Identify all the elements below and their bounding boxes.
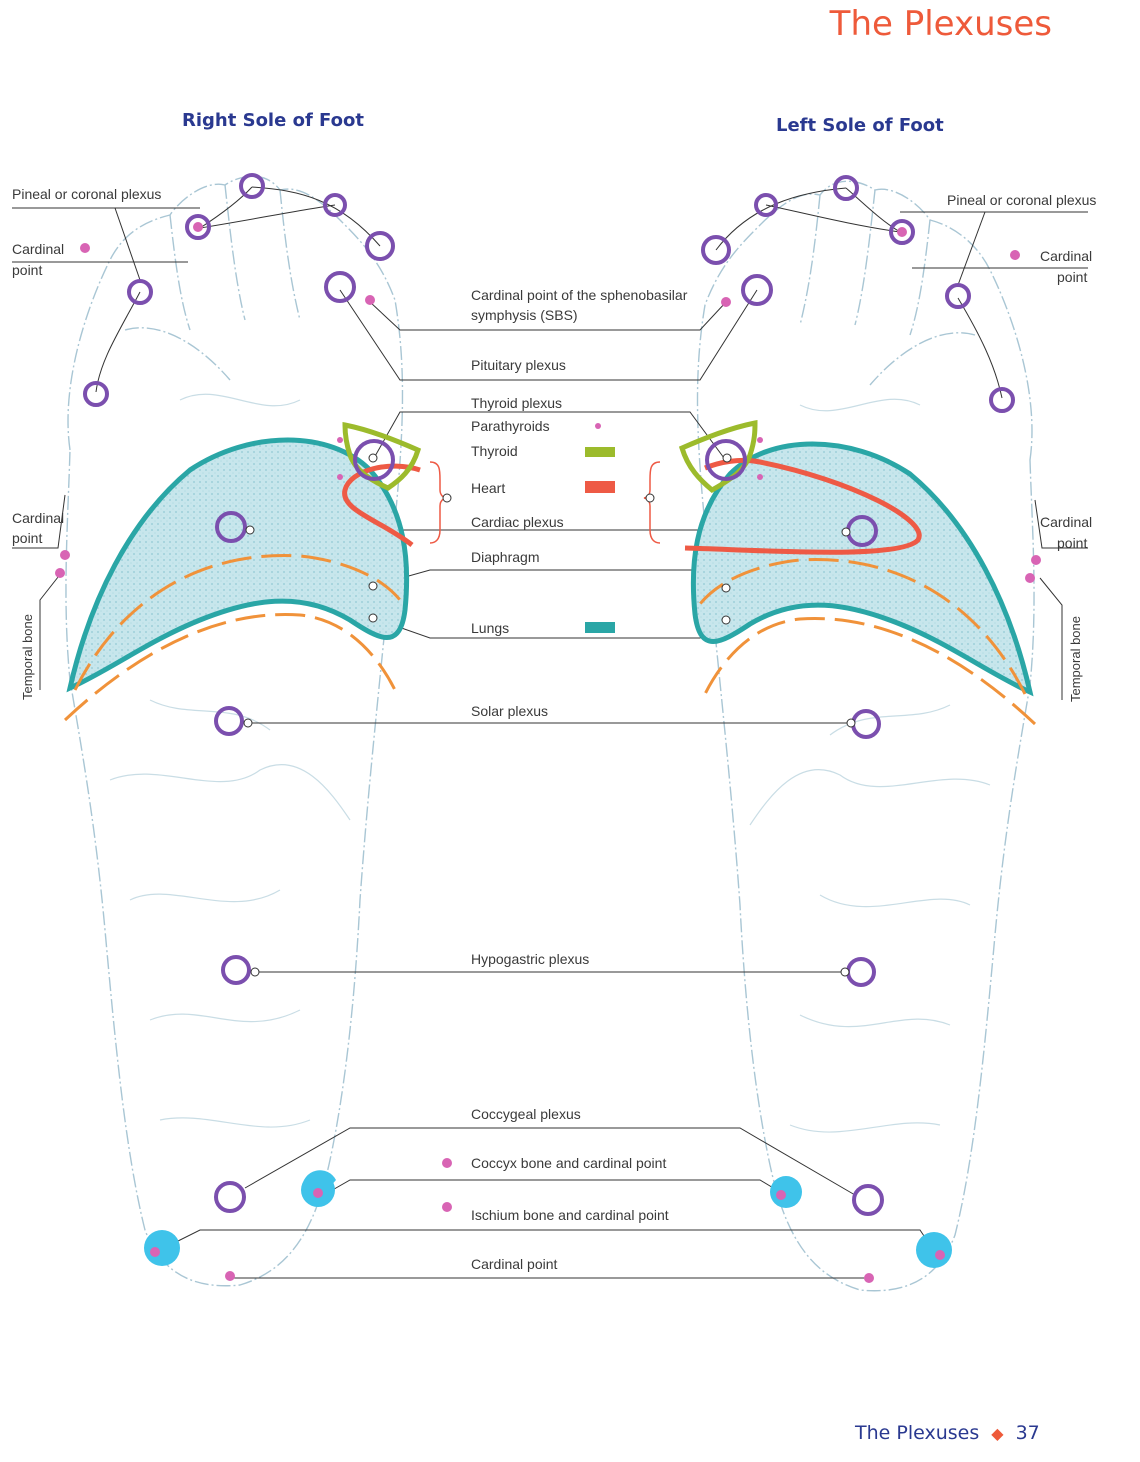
pineal-circles <box>187 216 913 243</box>
thyroid-swatch <box>585 447 615 457</box>
pineal-label-left: Pineal or coronal plexus <box>947 190 1096 210</box>
pituitary-label: Pituitary plexus <box>471 355 566 375</box>
coccyx-label: Coccyx bone and cardinal point <box>471 1153 666 1173</box>
cardinal-label-left-mid: Cardinal <box>1040 512 1092 532</box>
point-label-right-top: point <box>12 260 42 280</box>
cardiac-plexus-label: Cardiac plexus <box>471 512 564 532</box>
heart-swatch <box>585 481 615 493</box>
cardinal-point-label: Cardinal point <box>471 1254 557 1274</box>
footer-title: The Plexuses <box>855 1422 979 1444</box>
plexus-circles <box>85 175 1013 1214</box>
point-label-right-mid: point <box>12 528 42 548</box>
point-label-left-top: point <box>1057 267 1087 287</box>
page-footer: The Plexuses ◆ 37 <box>855 1422 1040 1444</box>
diaphragm-label: Diaphragm <box>471 547 539 567</box>
thyroid-plexus-label: Thyroid plexus <box>471 393 562 413</box>
heart-label: Heart <box>471 478 505 498</box>
ischium-label: Ischium bone and cardinal point <box>471 1205 669 1225</box>
solar-plexus-label: Solar plexus <box>471 701 548 721</box>
thyroid-shapes <box>345 423 755 490</box>
sbs-label-line1: Cardinal point of the sphenobasilar <box>471 285 687 305</box>
cardinal-label-right-mid: Cardinal <box>12 508 64 528</box>
lungs-swatch <box>585 622 615 633</box>
cardinal-label-right-top: Cardinal <box>12 239 64 259</box>
point-label-left-mid: point <box>1057 533 1087 553</box>
sbs-label-line2: symphysis (SBS) <box>471 305 578 325</box>
temporal-bone-left: Temporal bone <box>1068 616 1083 702</box>
diamond-icon: ◆ <box>991 1424 1003 1443</box>
left-lung <box>693 444 1030 692</box>
thyroid-label: Thyroid <box>471 441 518 461</box>
cardinal-label-left-top: Cardinal <box>1040 246 1092 266</box>
legend-swatches <box>585 447 615 633</box>
page-number: 37 <box>1016 1422 1040 1444</box>
pineal-label-right: Pineal or coronal plexus <box>12 184 161 204</box>
hypogastric-plexus-label: Hypogastric plexus <box>471 949 589 969</box>
temporal-bone-right: Temporal bone <box>20 614 35 700</box>
coccygeal-plexus-label: Coccygeal plexus <box>471 1104 581 1124</box>
lungs-label: Lungs <box>471 618 509 638</box>
parathyroids-label: Parathyroids <box>471 416 550 436</box>
